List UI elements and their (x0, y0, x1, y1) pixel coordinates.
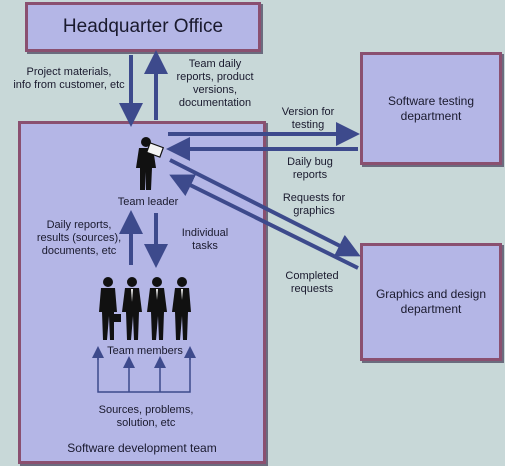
daily-bug-reports-label: Daily bug reports (287, 156, 333, 181)
sources-arrows (92, 346, 196, 393)
software-development-team-title: Software development team (67, 441, 217, 455)
team-leader-label: Team leader (117, 196, 179, 208)
daily-reports-results-label: Daily reports, results (sources), docume… (36, 219, 122, 257)
software-testing-department-box: Software testing department (360, 52, 502, 165)
graphics-title-line1: Graphics and design (375, 287, 487, 301)
project-materials-label: Project materials, info from customer, e… (13, 66, 125, 91)
graphics-title-line2: department (400, 302, 462, 316)
completed-requests-label: Completed requests (285, 270, 339, 295)
graphics-design-department-box: Graphics and design department (360, 243, 502, 361)
team-daily-reports-label: Team daily reports, product versions, do… (176, 58, 254, 109)
headquarter-office-box: Headquarter Office (25, 2, 261, 52)
arrow-requests-for-graphics (169, 158, 361, 257)
headquarter-office-title: Headquarter Office (62, 16, 224, 37)
testing-title-line2: department (400, 108, 462, 123)
version-for-testing-label: Version for testing (281, 106, 335, 131)
team-members-label: Team members (107, 345, 183, 357)
testing-title-line1: Software testing (387, 93, 475, 108)
individual-tasks-label: Individual tasks (181, 227, 229, 252)
requests-for-graphics-label: Requests for graphics (282, 192, 346, 217)
arrow-completed-requests (169, 174, 359, 270)
sources-problems-label: Sources, problems, solution, etc (98, 404, 194, 429)
team-members-figures (99, 277, 191, 340)
team-leader-figure (136, 137, 165, 190)
